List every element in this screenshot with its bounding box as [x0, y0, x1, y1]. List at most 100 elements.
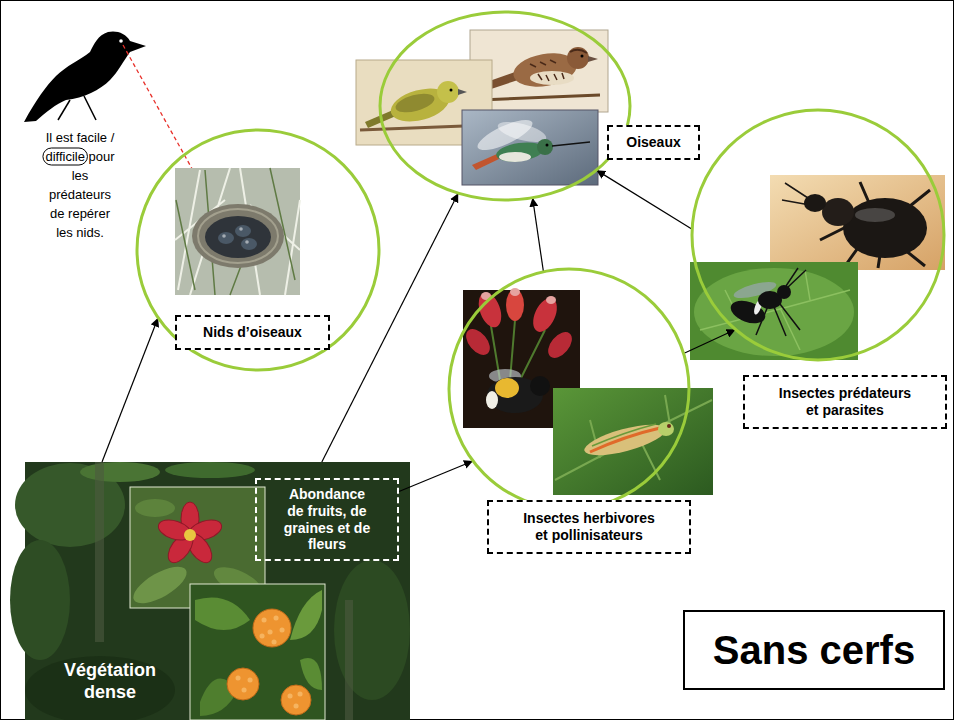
- bumblebee-photo: [510, 288, 520, 296]
- bumblebee-photo: [546, 296, 556, 304]
- raspberry-photo: [227, 668, 259, 700]
- bumblebee-photo: [461, 325, 494, 360]
- node-label: Végétation dense: [50, 660, 170, 703]
- leafhopper-photo: [658, 422, 674, 436]
- forest-photo: [10, 462, 410, 720]
- nest-photo: [198, 209, 278, 263]
- nest-photo: [175, 168, 300, 295]
- warbler-photo: [394, 90, 437, 116]
- sparrow-photo: [581, 55, 584, 58]
- group-circle-outline: [449, 269, 689, 509]
- node-label: Oiseaux: [621, 134, 686, 151]
- raspberry-photo: [281, 685, 311, 715]
- node-label: Sans cerfs: [711, 626, 917, 674]
- vegetation-photo-area: Végétation dense Abondance de fruits, de …: [25, 462, 410, 720]
- dashed-label-box: Oiseaux: [607, 125, 700, 160]
- leafhopper-photo: [667, 424, 671, 428]
- node-label: Nids d’oiseaux: [189, 324, 316, 341]
- sparrow-photo: [530, 60, 564, 81]
- dashed-label-box: Abondance de fruits, de graines et de fl…: [255, 478, 399, 561]
- nest-photo: [239, 227, 243, 231]
- group-circle-outline: [137, 130, 379, 370]
- dashed-label-box: Insectes herbivores et pollinisateurs: [487, 500, 691, 554]
- forest-photo: [345, 600, 353, 720]
- flower-photo: [135, 499, 175, 517]
- bumblebee-photo: [528, 294, 561, 335]
- influence-arrow: [322, 193, 458, 462]
- beetle-photo: [855, 208, 895, 222]
- influence-arrow: [399, 461, 473, 492]
- node-label: Insectes prédateurs et parasites: [775, 385, 915, 419]
- predator-group-circle: Insectes prédateurs et parasites: [690, 108, 948, 432]
- sparrow-photo: [480, 95, 600, 100]
- nest-photo: [245, 240, 249, 244]
- beetle-photo: [822, 198, 854, 226]
- flower-photo: [128, 560, 192, 611]
- sparrow-photo: [530, 71, 574, 85]
- bird-silhouette: [24, 31, 146, 122]
- flower-photo: [184, 529, 196, 541]
- beetle-photo: [843, 198, 927, 258]
- sparrow-photo: [567, 47, 589, 69]
- forest-photo: [95, 462, 104, 642]
- sparrow-photo: [570, 50, 587, 53]
- warbler-photo: [450, 89, 453, 92]
- forest-photo: [25, 656, 175, 720]
- nest-photo: [175, 168, 300, 295]
- leafhopper-photo: [592, 424, 656, 446]
- dashed-label-box: Nids d’oiseaux: [175, 315, 330, 350]
- warbler-photo: [458, 89, 467, 95]
- nest-photo: [218, 232, 234, 244]
- warbler-photo: [437, 81, 459, 103]
- bumblebee-photo: [543, 328, 576, 363]
- bird-silhouette: [24, 31, 146, 122]
- hummingbird-photo: [546, 144, 549, 147]
- hummingbird-photo: [499, 152, 531, 162]
- nest-photo: [192, 204, 284, 268]
- bird-silhouette: [119, 39, 123, 43]
- wasp-photo: [690, 262, 858, 360]
- bird-silhouette: [58, 100, 70, 120]
- influence-arrow: [533, 198, 544, 272]
- beetle-photo: [804, 194, 826, 212]
- nest-group-circle: Nids d’oiseaux: [135, 128, 381, 372]
- nest-photo: [175, 168, 300, 295]
- nest-photo: [176, 168, 295, 295]
- hummingbird-photo: [462, 110, 598, 185]
- raspberry-photo: [290, 590, 322, 640]
- sight-line: [123, 45, 200, 183]
- group-circle-outline: [378, 8, 704, 204]
- title-box: Sans cerfs: [683, 610, 945, 690]
- node-label: Abondance de fruits, de graines et de fl…: [281, 486, 373, 553]
- raspberry-photo: [300, 658, 322, 690]
- note-holder: Il est facile / difficile pour les préda…: [41, 128, 119, 242]
- raspberry-photo: [190, 584, 325, 720]
- bird-silhouette: [84, 96, 96, 120]
- bumblebee-photo: [530, 376, 550, 396]
- annotation-text: Il est facile / difficile pour les préda…: [41, 128, 119, 242]
- group-circle-outline: [380, 12, 630, 200]
- nest-photo: [222, 234, 226, 238]
- leafhopper-photo: [582, 419, 669, 462]
- wasp-photo: [756, 268, 806, 336]
- forest-photo: [165, 462, 255, 478]
- nest-photo: [241, 238, 257, 250]
- bumblebee-photo: [506, 289, 524, 321]
- raspberry-photo: [238, 618, 300, 706]
- wasp-photo: [690, 262, 858, 360]
- bumblebee-photo: [486, 391, 498, 409]
- dashed-label-box: Insectes prédateurs et parasites: [743, 375, 947, 429]
- group-circle-outline: [692, 110, 944, 360]
- nest-photo: [205, 216, 271, 258]
- wasp-photo: [777, 285, 791, 299]
- raspberry-photo: [195, 598, 250, 631]
- influence-arrow: [684, 330, 736, 354]
- leafhopper-photo: [590, 428, 660, 452]
- forest-photo: [10, 540, 70, 660]
- hummingbird-photo: [495, 140, 545, 165]
- nest-photo: [235, 225, 251, 237]
- node-label: Insectes herbivores et pollinisateurs: [519, 510, 659, 544]
- beetle-photo: [770, 175, 945, 270]
